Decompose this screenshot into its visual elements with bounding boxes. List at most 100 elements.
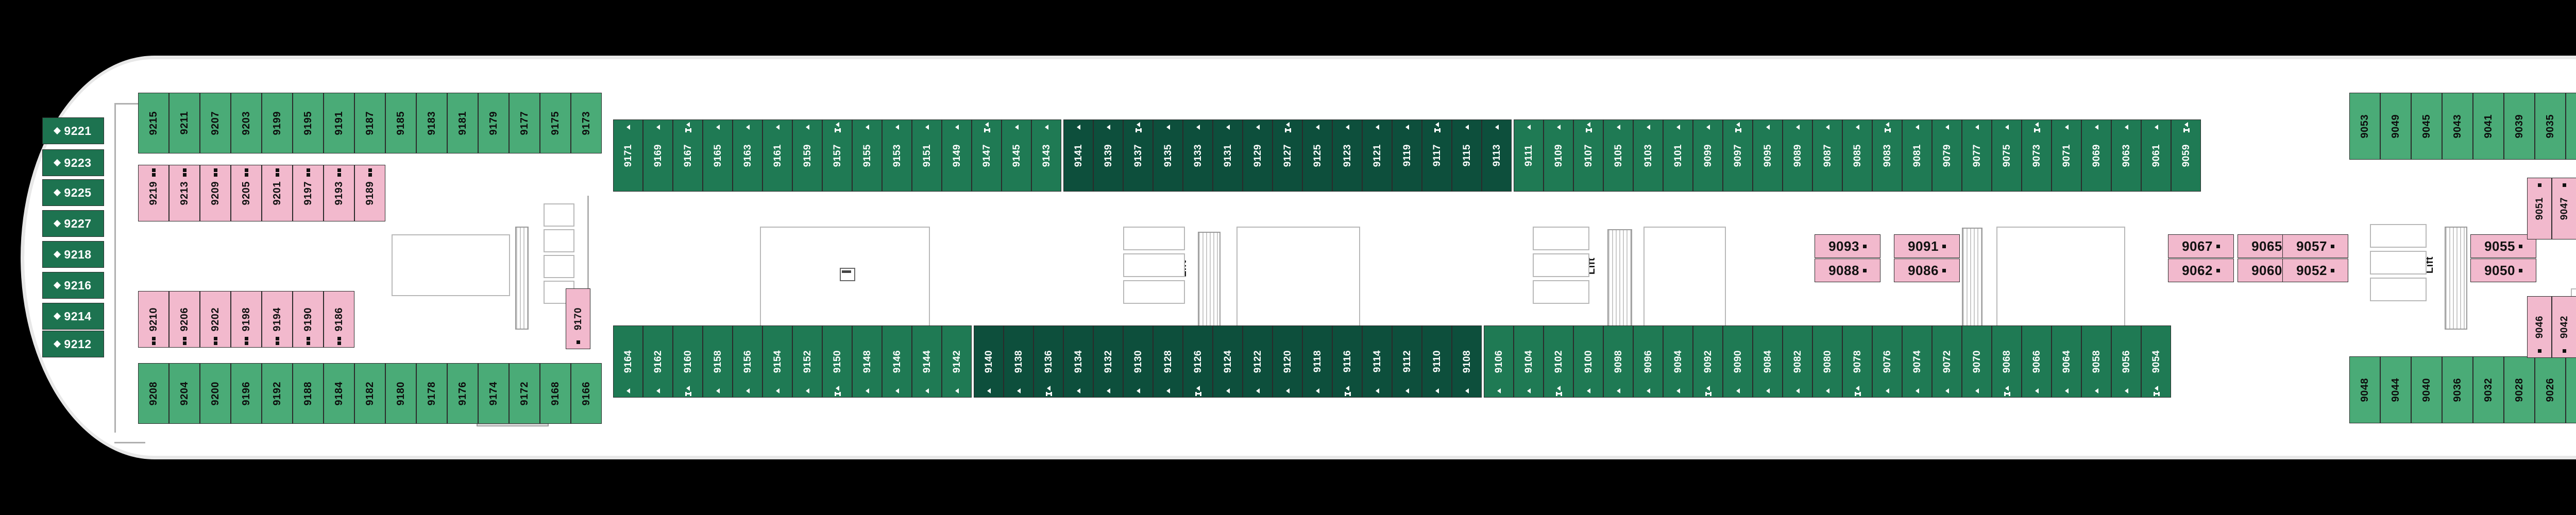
cabin-mid-bottom-deep[interactable]: 9134 xyxy=(1063,325,1093,398)
cabin-outboard[interactable]: 9214 xyxy=(42,303,104,330)
cabin-mid-bottom-deep[interactable]: 9108 xyxy=(1452,325,1482,398)
cabin-outboard[interactable]: 9225 xyxy=(42,179,104,206)
cabin-aft-bottom[interactable]: 9188 xyxy=(293,363,324,424)
cabin-aft-top-inner[interactable]: 9197 xyxy=(293,165,324,221)
cabin-mid-top-b[interactable]: 9103 xyxy=(1633,119,1663,192)
cabin-mid-bottom-b[interactable]: 9106 xyxy=(1484,325,1514,398)
cabin-mid-bottom-b[interactable]: 9090 xyxy=(1723,325,1753,398)
cabin-mid-top-b[interactable]: 9069 xyxy=(2081,119,2111,192)
cabin-outboard[interactable]: 9223 xyxy=(42,149,104,176)
cabin-mid-top[interactable]: 9143 xyxy=(1031,119,1061,192)
cabin-mid-top-b[interactable]: 9083 xyxy=(1872,119,1902,192)
cabin-mid-top-b[interactable]: 9079 xyxy=(1932,119,1962,192)
cabin-aft-inner-single[interactable]: 9170 xyxy=(566,288,590,349)
cabin-mid-top-b[interactable]: 9071 xyxy=(2052,119,2081,192)
cabin-mid-bottom-deep[interactable]: 9138 xyxy=(1004,325,1033,398)
cabin-mid-bottom-b[interactable]: 9070 xyxy=(1962,325,1992,398)
cabin-aft-bottom[interactable]: 9178 xyxy=(416,363,447,424)
cabin-aft-bottom-inner[interactable]: 9186 xyxy=(324,291,354,348)
cabin-inner-pair[interactable]: 9093 xyxy=(1815,234,1880,258)
cabin-fwd-bottom[interactable]: 9040 xyxy=(2411,356,2442,423)
cabin-fwd-bottom[interactable]: 9048 xyxy=(2349,356,2380,423)
cabin-mid-top-deep[interactable]: 9129 xyxy=(1243,119,1273,192)
cabin-aft-bottom[interactable]: 9168 xyxy=(540,363,571,424)
cabin-mid-top-b[interactable]: 9109 xyxy=(1544,119,1573,192)
cabin-mid-top-b[interactable]: 9099 xyxy=(1693,119,1723,192)
cabin-aft-top-inner[interactable]: 9213 xyxy=(169,165,200,221)
cabin-mid-top[interactable]: 9155 xyxy=(852,119,882,192)
cabin-aft-bottom-inner[interactable]: 9206 xyxy=(169,291,200,348)
cabin-aft-top-inner[interactable]: 9193 xyxy=(324,165,354,221)
cabin-aft-bottom[interactable]: 9200 xyxy=(200,363,231,424)
cabin-aft-top[interactable]: 9207 xyxy=(200,93,231,153)
cabin-aft-bottom[interactable]: 9184 xyxy=(324,363,354,424)
cabin-mid-top-deep[interactable]: 9113 xyxy=(1482,119,1512,192)
cabin-mid-bottom[interactable]: 9146 xyxy=(882,325,912,398)
cabin-mid-top-b[interactable]: 9087 xyxy=(1812,119,1842,192)
cabin-mid-bottom[interactable]: 9164 xyxy=(613,325,643,398)
cabin-mid-top[interactable]: 9169 xyxy=(643,119,673,192)
cabin-mid-bottom-deep[interactable]: 9132 xyxy=(1093,325,1123,398)
cabin-inner-pair[interactable]: 9088 xyxy=(1815,259,1880,282)
cabin-mid-top-b[interactable]: 9101 xyxy=(1663,119,1693,192)
cabin-aft-bottom[interactable]: 9176 xyxy=(447,363,478,424)
cabin-mid-top-b[interactable]: 9089 xyxy=(1783,119,1812,192)
cabin-mid-bottom-b[interactable]: 9082 xyxy=(1783,325,1812,398)
cabin-aft-top-inner[interactable]: 9201 xyxy=(262,165,293,221)
cabin-inner-pair[interactable]: 9086 xyxy=(1894,259,1960,282)
cabin-mid-bottom-deep[interactable]: 9110 xyxy=(1422,325,1452,398)
cabin-mid-bottom[interactable]: 9152 xyxy=(792,325,822,398)
cabin-aft-bottom[interactable]: 9182 xyxy=(354,363,385,424)
cabin-outboard[interactable]: 9216 xyxy=(42,272,104,299)
cabin-aft-bottom-inner[interactable]: 9194 xyxy=(262,291,293,348)
cabin-mid-bottom[interactable]: 9162 xyxy=(643,325,673,398)
cabin-mid-bottom-b[interactable]: 9102 xyxy=(1544,325,1573,398)
cabin-mid-top[interactable]: 9151 xyxy=(912,119,942,192)
cabin-mid-bottom-b[interactable]: 9056 xyxy=(2111,325,2141,398)
cabin-fwd-bottom[interactable]: 9036 xyxy=(2442,356,2473,423)
cabin-mid-bottom-deep[interactable]: 9116 xyxy=(1332,325,1362,398)
cabin-fwd-inner-lower[interactable]: 9042 xyxy=(2552,296,2576,358)
cabin-mid-bottom-deep[interactable]: 9118 xyxy=(1302,325,1332,398)
cabin-mid-bottom-deep[interactable]: 9126 xyxy=(1183,325,1213,398)
cabin-mid-top-deep[interactable]: 9119 xyxy=(1392,119,1422,192)
cabin-mid-top-b[interactable]: 9059 xyxy=(2171,119,2201,192)
cabin-mid-bottom[interactable]: 9160 xyxy=(673,325,703,398)
cabin-mid-top[interactable]: 9147 xyxy=(972,119,1002,192)
cabin-aft-bottom[interactable]: 9166 xyxy=(571,363,602,424)
cabin-aft-top-inner[interactable]: 9189 xyxy=(354,165,385,221)
cabin-aft-top[interactable]: 9183 xyxy=(416,93,447,153)
cabin-outboard[interactable]: 9221 xyxy=(42,117,104,144)
cabin-mid-top-deep[interactable]: 9135 xyxy=(1153,119,1183,192)
cabin-mid-top[interactable]: 9145 xyxy=(1002,119,1031,192)
cabin-inner-pair[interactable]: 9091 xyxy=(1894,234,1960,258)
cabin-mid-top-b[interactable]: 9075 xyxy=(1992,119,2022,192)
cabin-aft-top[interactable]: 9187 xyxy=(354,93,385,153)
cabin-mid-top[interactable]: 9161 xyxy=(762,119,792,192)
cabin-mid-bottom[interactable]: 9156 xyxy=(733,325,762,398)
cabin-mid-top-deep[interactable]: 9137 xyxy=(1123,119,1153,192)
cabin-mid-bottom-deep[interactable]: 9124 xyxy=(1213,325,1243,398)
cabin-aft-top[interactable]: 9199 xyxy=(262,93,293,153)
cabin-fwd-top[interactable]: 9053 xyxy=(2349,93,2380,160)
cabin-mid-bottom-b[interactable]: 9092 xyxy=(1693,325,1723,398)
cabin-mid-top-deep[interactable]: 9117 xyxy=(1422,119,1452,192)
cabin-aft-bottom[interactable]: 9196 xyxy=(231,363,262,424)
cabin-mid-bottom-b[interactable]: 9068 xyxy=(1992,325,2022,398)
cabin-mid-bottom-b[interactable]: 9066 xyxy=(2022,325,2052,398)
cabin-mid-top-b[interactable]: 9105 xyxy=(1603,119,1633,192)
cabin-mid-top-deep[interactable]: 9115 xyxy=(1452,119,1482,192)
cabin-fwd-top[interactable]: 9049 xyxy=(2380,93,2411,160)
cabin-mid-bottom[interactable]: 9144 xyxy=(912,325,942,398)
cabin-mid-top[interactable]: 9159 xyxy=(792,119,822,192)
cabin-mid-top-b[interactable]: 9081 xyxy=(1902,119,1932,192)
cabin-mid-bottom-b[interactable]: 9064 xyxy=(2052,325,2081,398)
cabin-aft-top[interactable]: 9175 xyxy=(540,93,571,153)
cabin-mid-bottom-b[interactable]: 9104 xyxy=(1514,325,1544,398)
cabin-mid-top-b[interactable]: 9107 xyxy=(1573,119,1603,192)
cabin-aft-top-inner[interactable]: 9209 xyxy=(200,165,231,221)
cabin-aft-top[interactable]: 9185 xyxy=(385,93,416,153)
cabin-mid-bottom-b[interactable]: 9058 xyxy=(2081,325,2111,398)
cabin-mid-top-deep[interactable]: 9133 xyxy=(1183,119,1213,192)
cabin-aft-bottom[interactable]: 9180 xyxy=(385,363,416,424)
